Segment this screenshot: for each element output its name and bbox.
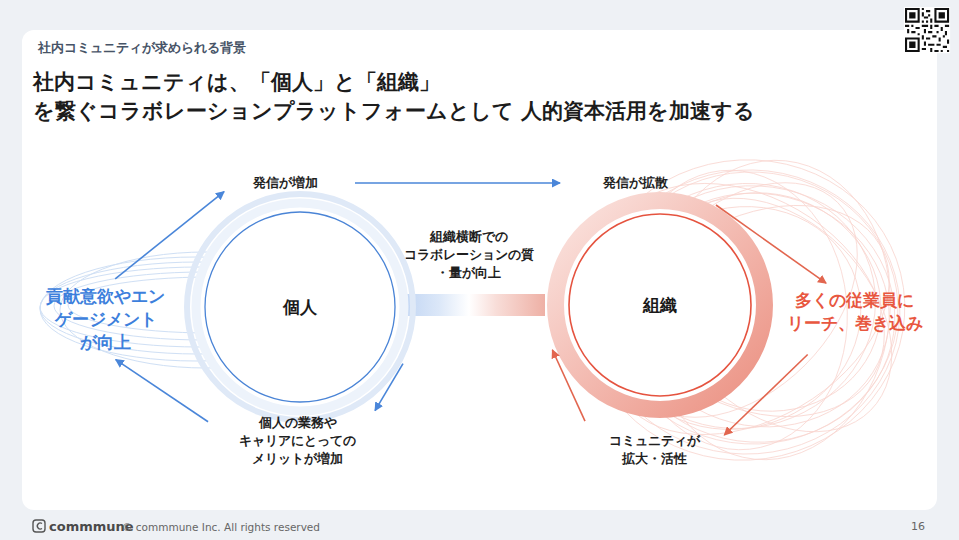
decor-shape [905, 8, 949, 52]
circle-label-holder: 組織 [542, 187, 778, 423]
red-contour-lines [566, 136, 938, 482]
node-text: 組織 [643, 294, 677, 316]
flow-arrow [375, 364, 403, 411]
flow-arrow [716, 205, 826, 283]
decor-shape [922, 25, 949, 36]
decor-shape [905, 25, 920, 36]
circle-line [569, 214, 751, 396]
halo-ring [556, 201, 764, 409]
node-text: 発信が拡散 [585, 174, 685, 192]
step-text: 発信が増加 [235, 174, 335, 192]
page-number: 16 [895, 519, 925, 534]
organization-circle: 組織 [542, 187, 778, 423]
logo-text: commmune [49, 518, 134, 535]
node-text: 発信が増加 [235, 174, 335, 192]
logo-icon [33, 520, 45, 532]
flow-arrow [355, 182, 560, 184]
decor-shape [37, 523, 42, 529]
outcome-text: 多くの従業員に リーチ、巻き込み [775, 289, 935, 335]
halo-ring [196, 203, 404, 411]
step-text: 発信が拡散 [585, 174, 685, 192]
circle-line [205, 212, 395, 402]
node-text: 個人 [283, 296, 317, 318]
decor-shape [33, 520, 45, 532]
flow-arrow [552, 350, 585, 421]
circle-label-holder: 個人 [182, 189, 418, 425]
decor-shape [905, 8, 949, 52]
section-label: 社内コミュニティが求められる背景 [38, 39, 246, 56]
decor-shape [922, 8, 933, 23]
halo-ring [187, 194, 413, 420]
halo-ring [566, 211, 754, 399]
step-text: 個人の業務や キャリアにとっての メリットが増加 [223, 414, 373, 468]
flow-arrow [116, 360, 208, 422]
flow-arrow [724, 354, 807, 435]
slide-title: 社内コミュニティは、「個人」と「組織」を繋ぐコラボレーションプラットフォームとし… [33, 68, 894, 126]
node-text: 個人の業務や キャリアにとっての メリットが増加 [236, 414, 361, 468]
node-text: 多くの従業員に リーチ、巻き込み [784, 289, 926, 335]
copyright-text: © commmune Inc. All rights reserved [122, 520, 320, 535]
node-text: コミュニティが 拡大・活性 [606, 432, 705, 468]
node-text: 貢献意欲やエン ゲージメント が向上 [43, 285, 168, 354]
decor-shape [922, 35, 949, 52]
decor-shape [566, 136, 926, 464]
node-text: 組織横断での コラボレーションの質 ・量が向上 [400, 228, 538, 282]
decor-shape [904, 7, 950, 53]
decor-shape [905, 8, 949, 52]
flow-arrow [115, 192, 224, 279]
qr-code [904, 7, 950, 53]
outcome-text: 貢献意欲やエン ゲージメント が向上 [36, 285, 176, 354]
individual-circle: 個人 [182, 189, 418, 425]
step-text: コミュニティが 拡大・活性 [590, 432, 720, 468]
